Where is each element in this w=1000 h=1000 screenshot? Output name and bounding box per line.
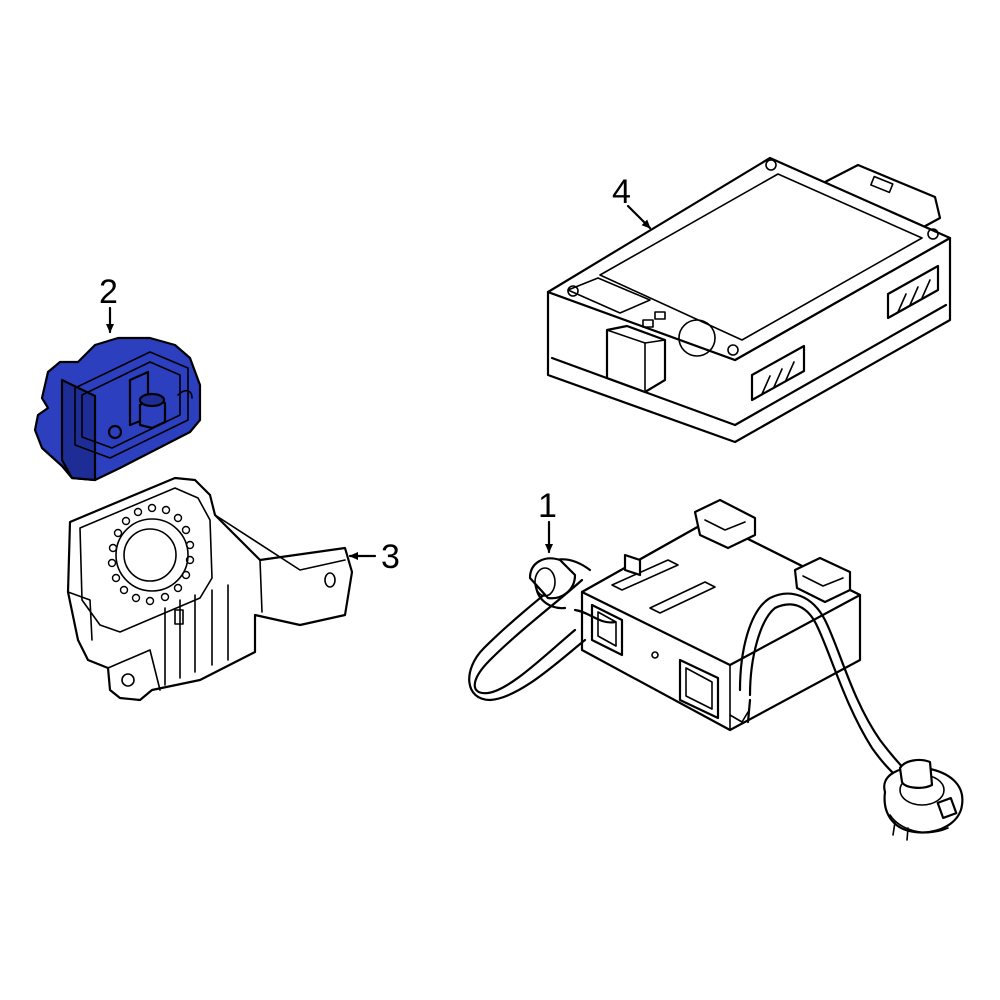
callout-2: 2 — [99, 273, 118, 311]
part-1-module-harness[interactable] — [468, 498, 964, 841]
callout-leaders — [106, 204, 652, 560]
callout-4: 4 — [612, 173, 631, 211]
part-3-bracket[interactable] — [66, 476, 354, 702]
part-2-sensor[interactable] — [33, 336, 202, 482]
callout-3: 3 — [381, 538, 400, 576]
part-4-control-module[interactable] — [546, 156, 952, 444]
callout-1: 1 — [538, 487, 557, 525]
